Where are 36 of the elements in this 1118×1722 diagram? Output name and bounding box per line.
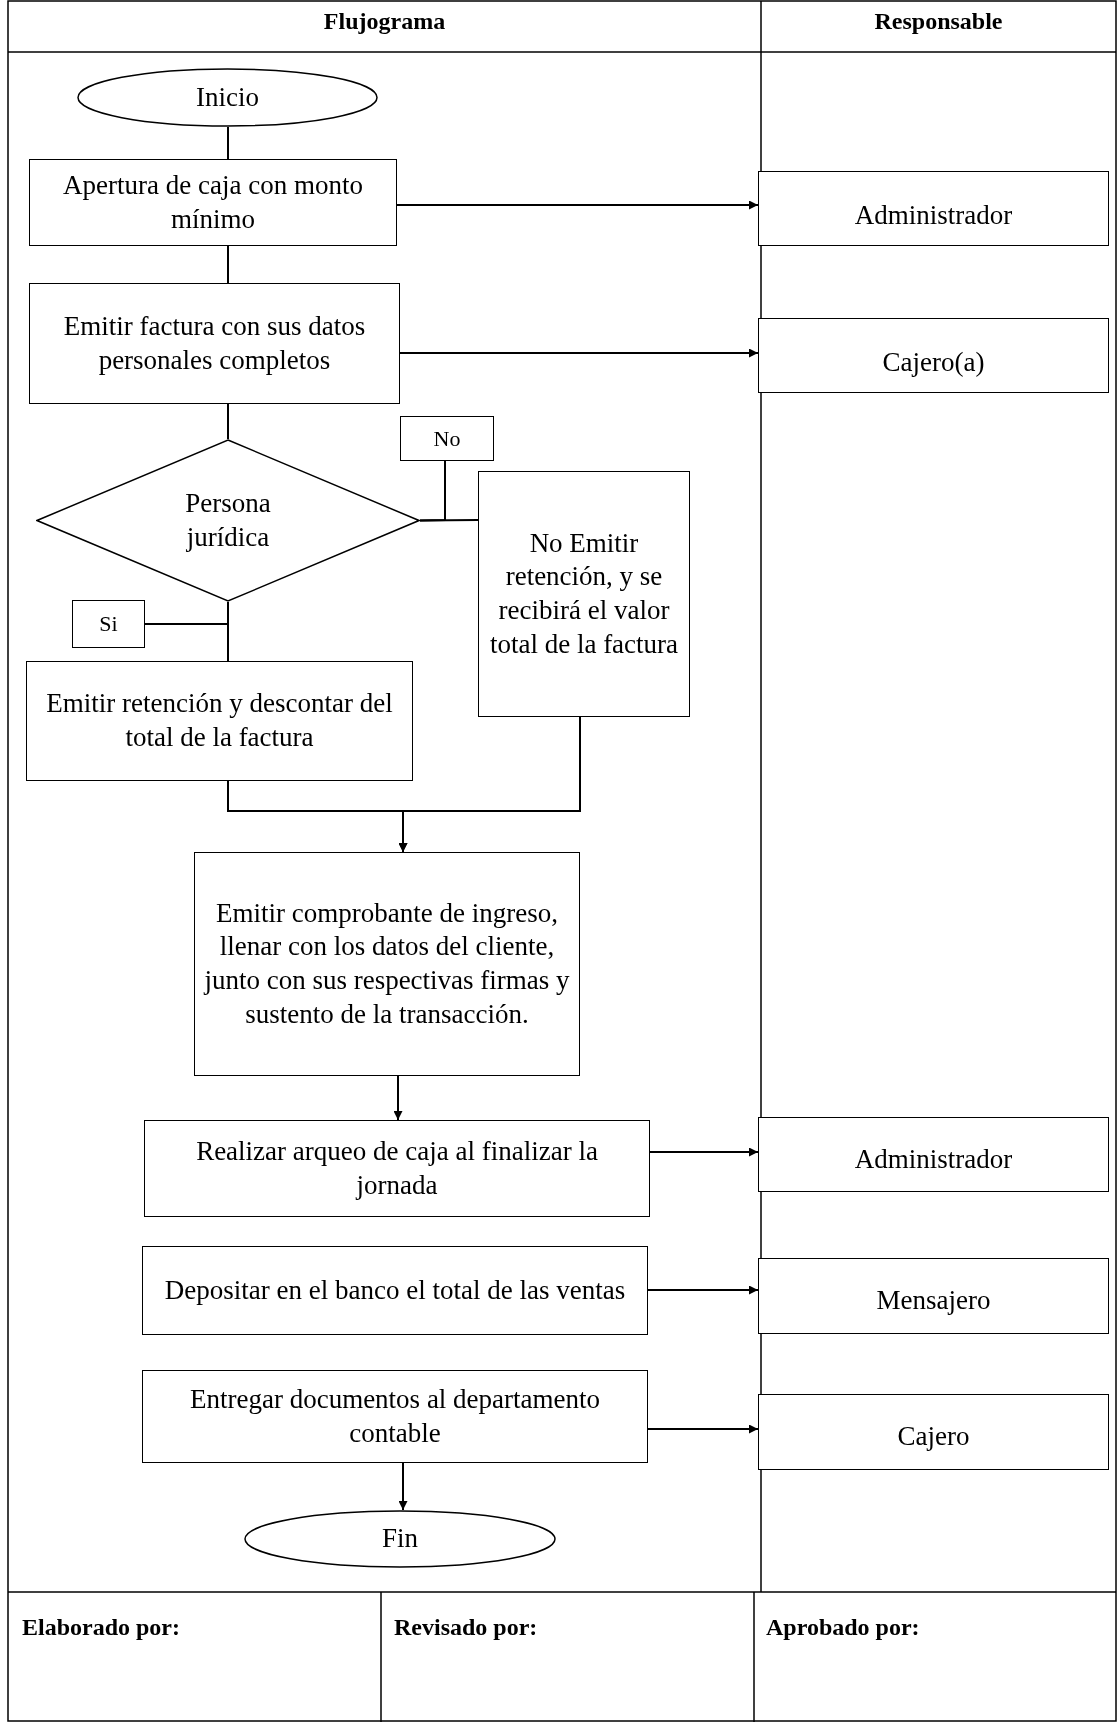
- process-box: Emitir factura con sus datos personales completos: [29, 283, 400, 404]
- arrow: [399, 348, 759, 358]
- process-box: Apertura de caja con monto mínimo: [29, 159, 397, 246]
- role-box: Administrador: [758, 1117, 1109, 1192]
- signature-label: Aprobado por:: [766, 1614, 921, 1641]
- process-box: Emitir comprobante de ingreso, llenar con los datos del cliente, junto con sus respectivas firmas y sustento de la transacción.: [194, 852, 580, 1076]
- connector-line: [227, 601, 229, 662]
- process-box: No Emitir retención, y se recibirá el valor total de la factura: [478, 471, 690, 717]
- connector-line: [419, 519, 479, 522]
- arrow: [398, 1462, 408, 1511]
- connector-line: [227, 126, 229, 160]
- arrow: [649, 1147, 759, 1157]
- branch-label: Si: [72, 600, 145, 648]
- process-box: Realizar arqueo de caja al finalizar la jornada: [144, 1120, 650, 1217]
- role-box: Cajero: [758, 1394, 1109, 1470]
- arrow: [396, 200, 759, 210]
- arrow: [647, 1285, 759, 1295]
- arrow: [647, 1424, 759, 1434]
- signature-label: Revisado por:: [394, 1614, 539, 1641]
- process-box: Emitir retención y descontar del total de la factura: [26, 661, 413, 781]
- process-box: Entregar documentos al departamento contable: [142, 1370, 648, 1463]
- decision-label: Persona jurídica: [184, 486, 272, 554]
- column-header: Flujograma: [322, 8, 447, 35]
- start-label: Inicio: [196, 80, 259, 114]
- arrow: [393, 1075, 403, 1121]
- connector-line: [227, 245, 229, 284]
- connector-line: [227, 403, 229, 440]
- process-box: Depositar en el banco el total de las ventas: [142, 1246, 648, 1335]
- column-header: Responsable: [873, 8, 1004, 35]
- signature-label: Elaborado por:: [22, 1614, 181, 1641]
- branch-label: No: [400, 416, 494, 461]
- role-box: Mensajero: [758, 1258, 1109, 1334]
- end-label: Fin: [382, 1522, 418, 1556]
- role-box: Cajero(a): [758, 318, 1109, 393]
- role-box: Administrador: [758, 171, 1109, 246]
- arrow: [398, 716, 581, 853]
